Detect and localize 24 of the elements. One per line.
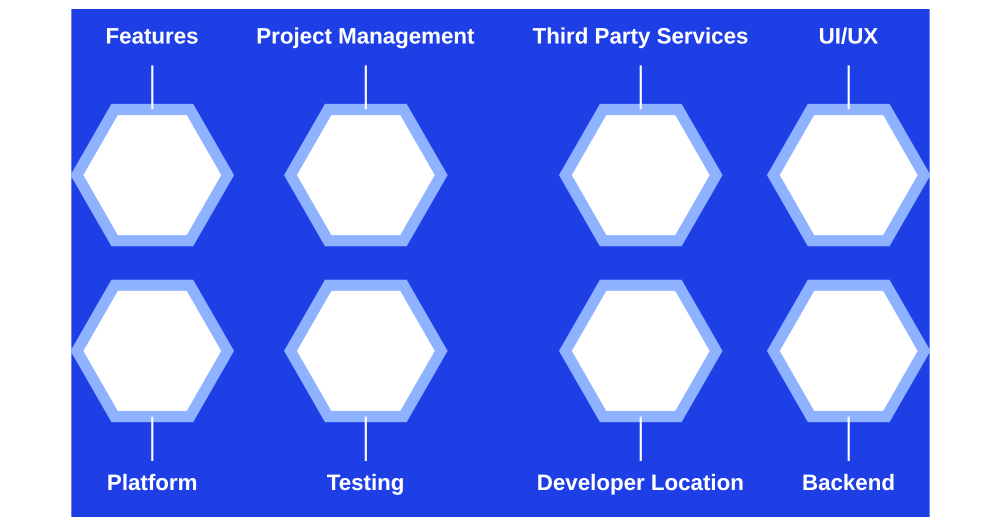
connector [847, 64, 850, 109]
node-hexagon [558, 103, 722, 246]
node-hexagon [766, 279, 930, 422]
node-hexagon [558, 279, 722, 422]
node-text: Backend [801, 470, 894, 495]
node-hexagon [284, 279, 448, 422]
node-hexagon [284, 103, 448, 246]
node-hexagon [70, 103, 234, 246]
node-text: Developer Location [536, 470, 744, 495]
connector [364, 64, 366, 109]
connector [847, 416, 850, 460]
node-hexagon [766, 103, 930, 246]
connector [639, 64, 642, 109]
connector [364, 416, 366, 460]
connector [639, 416, 642, 460]
node-text: UI/UX [818, 23, 878, 48]
node-text: Platform [106, 470, 197, 495]
connector [150, 416, 153, 460]
node-text: Testing [326, 470, 404, 495]
node-text: Project Management [256, 23, 474, 48]
node-text: Features [105, 23, 198, 48]
node-hexagon [70, 279, 234, 422]
node-text: Third Party Services [532, 23, 748, 48]
connector [150, 64, 153, 109]
